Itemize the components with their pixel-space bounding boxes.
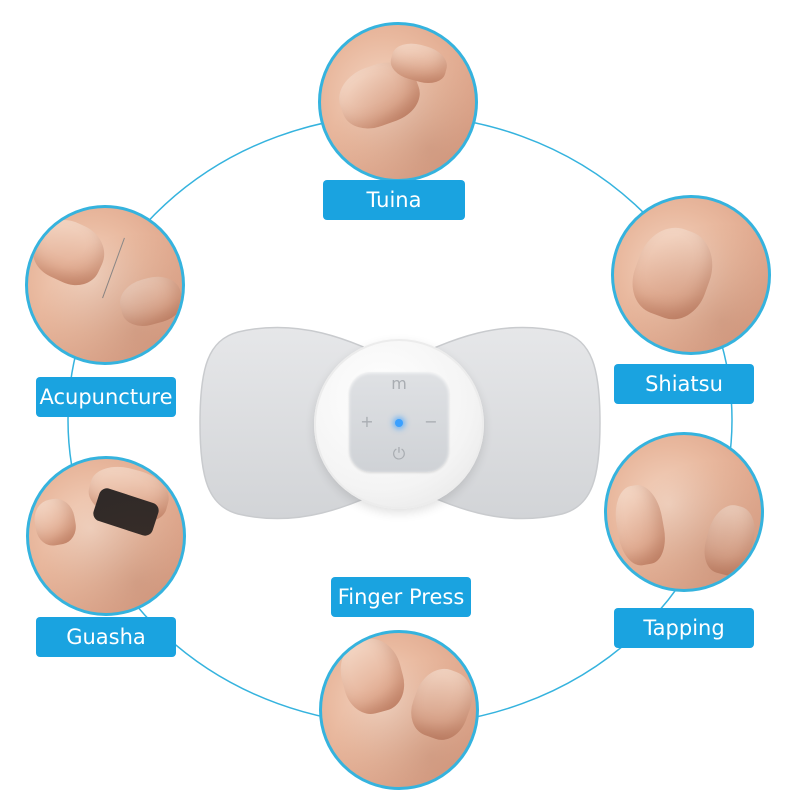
- acupuncture-needle-photo: [25, 205, 185, 365]
- massage-kneading-photo: [318, 22, 478, 182]
- label-shiatsu: Shiatsu: [614, 364, 754, 404]
- label-tapping: Tapping: [614, 608, 754, 648]
- minus-button[interactable]: −: [424, 412, 438, 431]
- label-tuina: Tuina: [323, 180, 465, 220]
- massage-neck-tapping-photo: [604, 432, 764, 592]
- mode-button[interactable]: m: [391, 374, 407, 393]
- plus-button[interactable]: +: [360, 412, 374, 431]
- label-guasha: Guasha: [36, 617, 176, 657]
- label-finger-press: Finger Press: [331, 577, 471, 617]
- guasha-stone-photo: [26, 456, 186, 616]
- power-button[interactable]: ⏻: [392, 444, 406, 463]
- massage-finger-press-photo: [319, 630, 479, 790]
- status-led: [395, 419, 403, 427]
- massage-shoulder-photo: [611, 195, 771, 355]
- label-acupuncture: Acupuncture: [36, 377, 176, 417]
